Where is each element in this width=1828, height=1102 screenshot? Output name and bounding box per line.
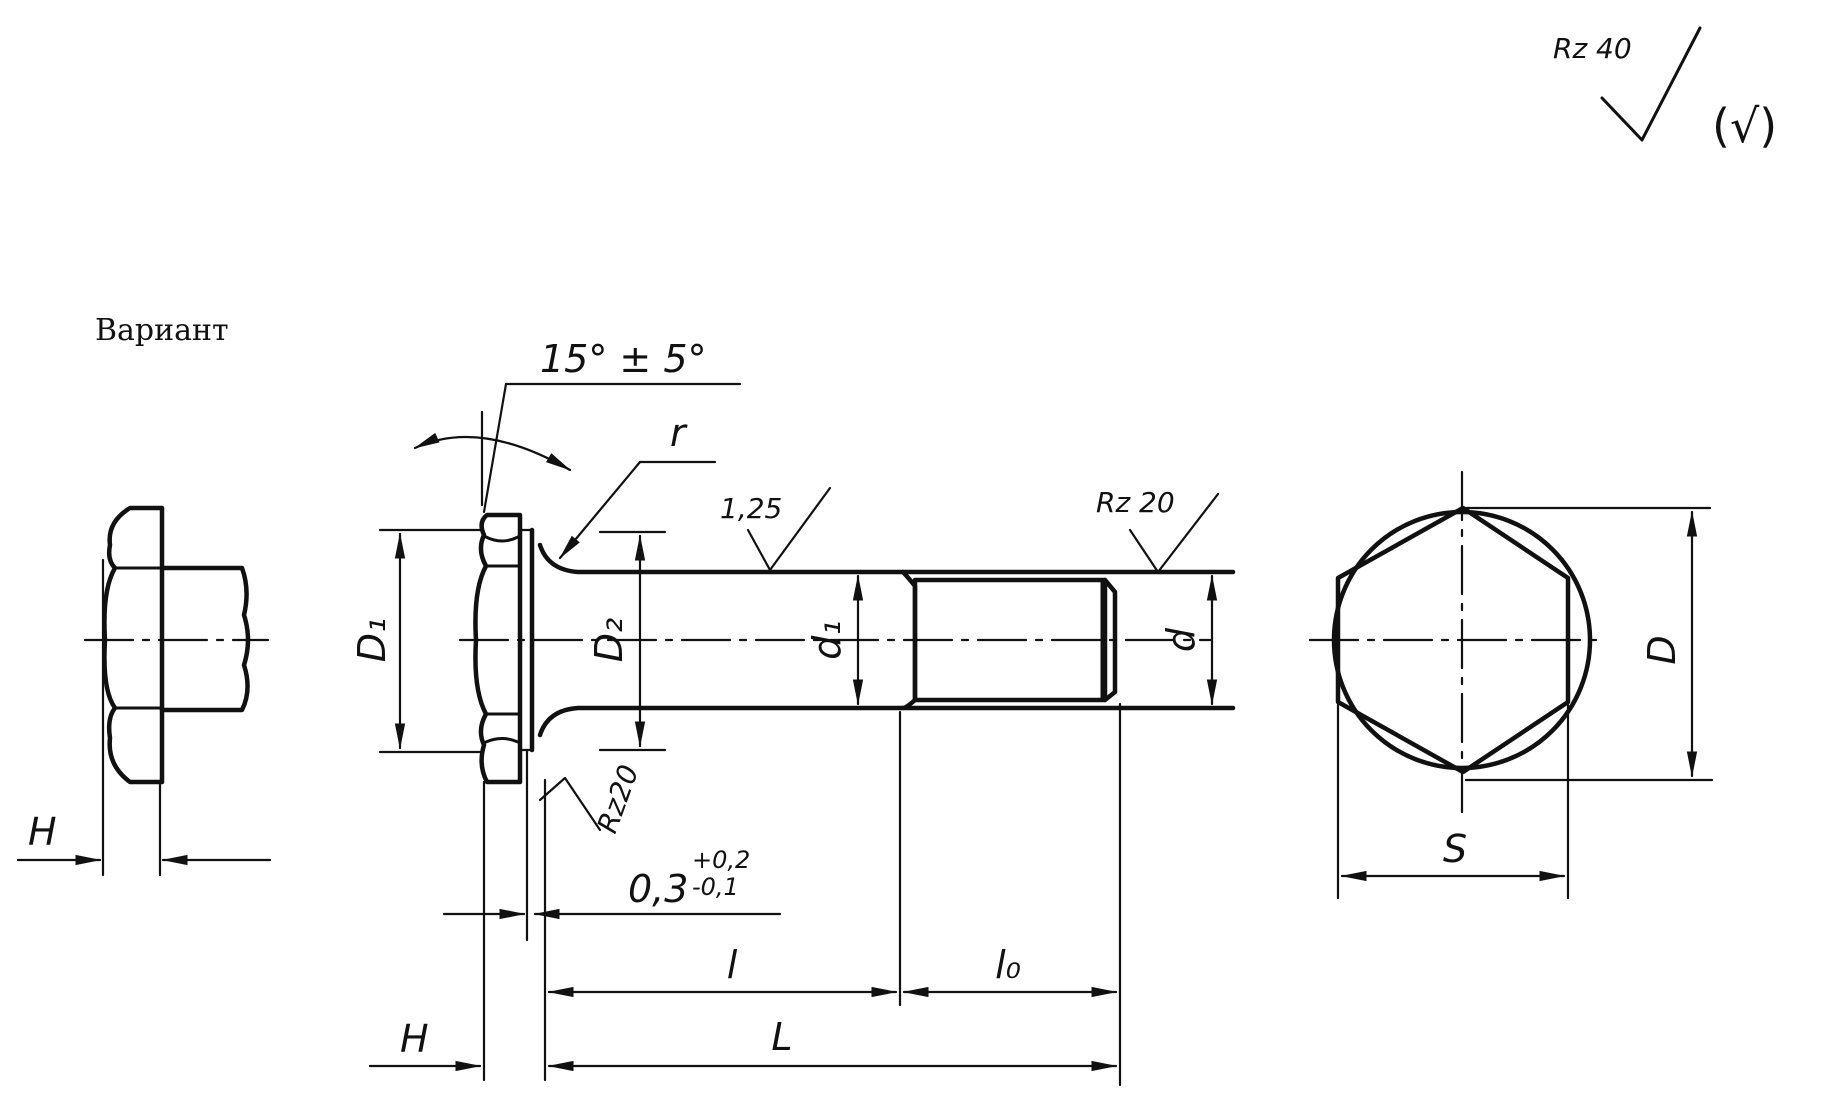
l-label: l (727, 943, 738, 987)
shank-d-label: d₁ (805, 620, 849, 659)
variant-h-label: H (28, 810, 57, 854)
bolt-end-view: D S (1308, 470, 1714, 900)
variant-view: H (16, 505, 272, 877)
rest-roughness-symbol: (√) (1712, 99, 1777, 153)
bolt-side-view: 15° ± 5° r D₁ D₂ d₁ (350, 337, 1236, 1087)
l0-label: l₀ (995, 943, 1021, 987)
d2-label: D₂ (587, 618, 631, 663)
length-label: L (771, 1015, 792, 1059)
roughness-rest-label: (√) (1712, 99, 1777, 153)
face-roughness-label: Rz20 (591, 761, 646, 838)
washer-tol-lower: -0,1 (692, 873, 739, 901)
roughness-check-icon (1600, 26, 1702, 142)
shank-roughness-label: 1,25 (720, 492, 782, 525)
angle-label: 15° ± 5° (540, 337, 707, 381)
across-flats-label: S (1443, 827, 1467, 871)
head-d-label: D (1640, 635, 1684, 664)
thread-d-label: d (1159, 627, 1203, 652)
head-h-label: H (400, 1017, 429, 1061)
d1-label: D₁ (350, 618, 394, 663)
roughness-general-label: Rz 40 (1553, 32, 1632, 65)
washer-thickness-label: 0,3 (628, 867, 688, 911)
variant-label: Вариант (95, 313, 229, 348)
general-roughness-symbol: Rz 40 (1553, 26, 1702, 142)
thread-roughness-label: Rz 20 (1096, 486, 1175, 519)
washer-tol-upper: +0,2 (692, 846, 750, 874)
radius-label: r (670, 411, 688, 455)
